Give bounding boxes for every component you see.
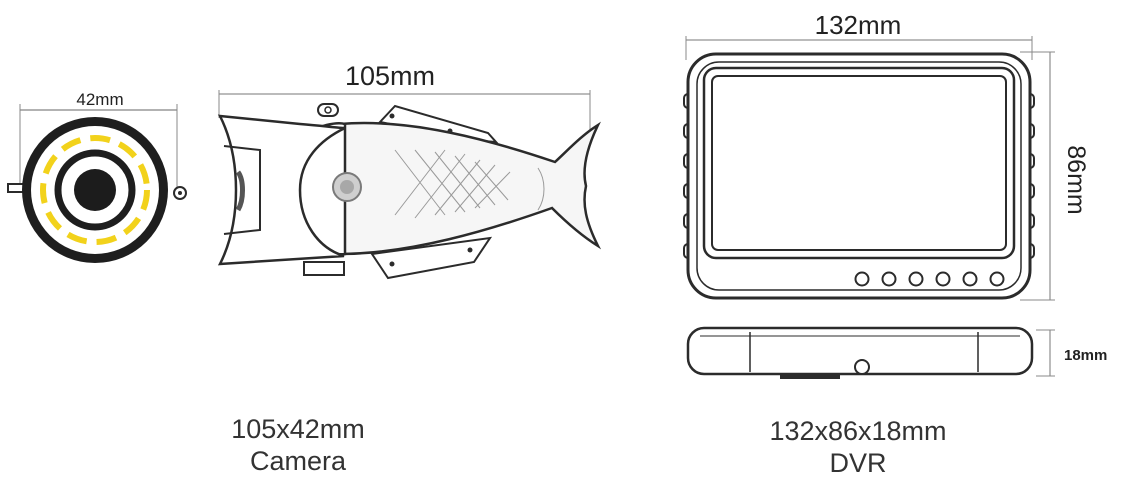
dvr-front-view: 132mm 86mm (683, 10, 1090, 301)
dvr-button-5 (962, 271, 978, 287)
camera-lens (74, 169, 116, 211)
camera-side-pin-dot (178, 191, 182, 195)
camera-size-caption: 105x42mm (231, 414, 365, 444)
dvr-screen (711, 75, 1007, 251)
dvr-button-3 (908, 271, 924, 287)
camera-front-view: 42mm (7, 90, 187, 263)
dvr-button-4 (935, 271, 951, 287)
camera-bottom-fin-screw-2 (467, 247, 473, 253)
dvr-bottom-view: 18mm (686, 326, 1107, 379)
camera-bottom-block (303, 261, 345, 276)
dvr-bottom-port (854, 359, 870, 375)
camera-bottom-fin-screw (389, 261, 395, 267)
camera-side-lens-center (340, 180, 354, 194)
camera-led-ring (40, 135, 150, 245)
dvr-name-caption: DVR (829, 448, 886, 478)
camera-fish-body (338, 121, 602, 256)
dvr-button-6 (989, 271, 1005, 287)
camera-bottom-fin (370, 236, 493, 280)
dvr-body-inner-edge (696, 61, 1022, 291)
camera-length-label: 105mm (345, 61, 435, 91)
camera-fish-scales (394, 149, 545, 219)
dvr-button-2 (881, 271, 897, 287)
camera-side-view: 105mm (217, 61, 602, 280)
dvr-height-label: 86mm (1062, 145, 1090, 214)
camera-top-fin-screw (389, 113, 395, 119)
camera-front-hood (217, 114, 346, 266)
dvr-button-1 (854, 271, 870, 287)
camera-name-caption: Camera (250, 446, 347, 476)
dvr-width-label: 132mm (815, 10, 902, 40)
camera-diameter-label: 42mm (76, 90, 123, 109)
camera-top-knob-hole (324, 106, 332, 114)
camera-hood-lens-edge (235, 170, 245, 212)
dvr-depth-label: 18mm (1064, 347, 1107, 364)
dvr-button-row (854, 271, 1005, 287)
dvr-bottom-foot (780, 374, 840, 379)
camera-hood-inner (223, 145, 261, 235)
dvr-size-caption: 132x86x18mm (769, 416, 946, 446)
